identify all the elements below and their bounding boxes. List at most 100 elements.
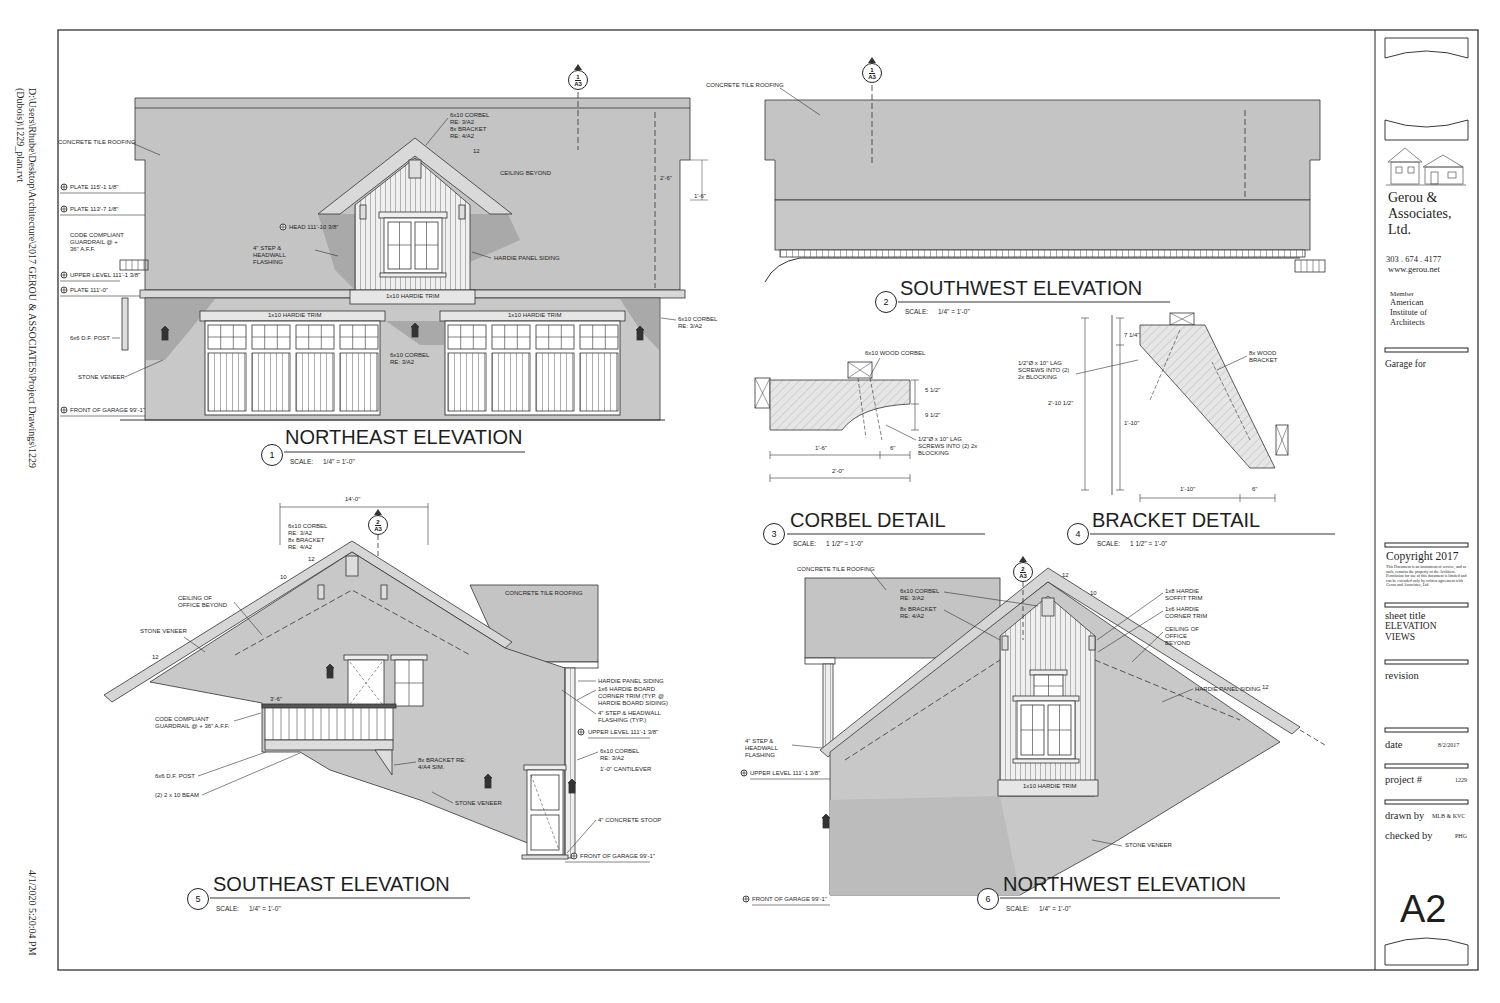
scale-note: SCALE: [216,905,239,912]
title-block-text: drawn by [1385,810,1424,822]
callout-note: HARDIE PANEL SIDING [598,678,664,685]
dimension: 5 1/2" [925,387,940,394]
title-block-text: This Document is an instrument of servic… [1386,565,1472,588]
callout-note: 1/2"Ø x 10" LAG SCREWS INTO (2) 2x BLOCK… [1018,360,1074,381]
title-block-text: American Institute of Architects [1390,298,1452,327]
scale-note: 1/4" = 1'-0" [1039,905,1071,912]
title-block-text: www.gerou.net [1388,265,1440,275]
callout-note: HARDIE PANEL SIDING [494,255,560,262]
callout-note: CONCRETE TILE ROOFING [58,139,136,146]
title-block-text: Member [1390,290,1414,298]
dimension: 6" [890,445,895,452]
title-block-text: Gerou & Associates, Ltd. [1388,190,1470,238]
sheet-reference: A3 [867,74,877,80]
dimension: 2'-6" [660,175,672,182]
callout-note: 4" STEP & HEADWALL FLASHING (TYP.) [598,710,670,724]
callout-note: 6x6 D.F. POST [155,773,195,780]
callout-note: CODE COMPLIANT GUARDRAIL @ + 36" A.F.F. [70,232,126,253]
view-number-circle: 2 [875,291,897,313]
corbel-detail [755,358,985,534]
scale-note: SCALE: [1006,905,1029,912]
view-title: NORTHWEST ELEVATION [1003,873,1246,896]
firm-logo [1386,148,1466,185]
plot-stamp: 4/1/2020 5:20:04 PM [27,870,39,956]
sheet-number: A2 [1400,888,1446,932]
sheet-reference: A3 [373,526,383,532]
scale-note: 1/4" = 1'-0" [938,308,970,315]
section-marker: 2A3 [1013,562,1033,582]
level-label: PLATE 111'-0" [70,287,108,294]
dimension: 2'-10 1/2" [1048,400,1073,407]
dimension: 1'-10" [1124,420,1139,427]
callout-note: 1/2"Ø x 10" LAG SCREWS INTO (2) 2x BLOCK… [918,436,982,457]
title-block-text: 1229 [1455,777,1467,784]
section-marker: 1A3 [568,70,588,90]
title-block-text: 8/2/2017 [1438,742,1459,749]
callout-note: 8x BRACKET RE: 4/A4 SIM. [418,757,470,771]
callout-note: CEILING OF OFFICE BEYOND [178,595,233,609]
callout-note: CODE COMPLIANT GUARDRAIL @ + 36" A.F.F. [155,716,233,730]
plot-stamp: D:\Users\Rhube\Desktop\Architecture\2017… [15,88,38,558]
view-number: 3 [771,530,776,539]
section-number: 2 [375,519,380,526]
callout-note: 4" CONCRETE STOOP [598,817,661,824]
callout-note: 6x10 CORBEL RE: 3/A2 [600,748,644,762]
callout-note: 8x BRACKET RE: 4/A2 [450,126,490,140]
callout-note: 6x6 D.F. POST [70,335,110,342]
dimension: 12 [1262,684,1269,691]
dimension: 7 1/4" [1124,332,1139,339]
callout-note: (2) 2 x 10 BEAM [155,792,199,799]
view-number-circle: 3 [763,523,785,545]
view-number: 2 [883,298,888,307]
callout-note: 6x10 CORBEL RE: 3/A2 [678,316,722,330]
bracket-detail [1076,313,1335,534]
title-block-text: 303 . 674 . 4177 [1386,255,1441,265]
scale-note: 1/4" = 1'-0" [323,458,355,465]
view-number-circle: 4 [1067,523,1089,545]
title-block-text: revision [1385,670,1419,682]
view-number: 1 [269,451,274,460]
level-label: FRONT OF GARAGE 99'-1" [70,407,145,414]
callout-note: 6x10 WOOD CORBEL [865,350,925,357]
callout-note: 6x10 CORBEL RE: 3/A2 [900,588,944,602]
section-marker-flag [374,57,1027,562]
view-number-circle: 1 [261,444,283,466]
level-label: FRONT OF GARAGE 99'-1" [752,896,827,903]
scale-note: SCALE: [290,458,313,465]
callout-note: 8x BRACKET RE: 4/A2 [288,537,330,551]
callout-note: 1x6 HARDIE CORNER TRIM [1165,606,1211,620]
dimension: 3'-6" [270,696,282,703]
title-block-text: Garage for [1385,359,1426,370]
level-label: PLATE 113'-7 1/8" [70,206,118,213]
callout-note: CONCRETE TILE ROOFING [706,82,784,89]
view-number-circle: 5 [187,888,209,910]
view-number-circle: 6 [977,888,999,910]
title-block-text: MLB & KVC [1432,813,1465,820]
scale-note: SCALE: [793,540,816,547]
callout-note: STONE VENEER [78,374,125,381]
level-label: FRONT OF GARAGE 99'-1" [580,853,655,860]
scale-note: SCALE: [1097,540,1120,547]
callout-note: 1x10 HARDIE TRIM [386,293,440,300]
callout-note: 4" STEP & HEADWALL FLASHING [253,245,313,266]
callout-note: 1x10 HARDIE TRIM [1023,783,1077,790]
dimension: 12 [1062,572,1069,579]
view-title: NORTHEAST ELEVATION [285,426,522,449]
callout-note: 8x WOOD BRACKET [1249,350,1289,364]
dimension: 12 [308,556,315,563]
title-block-text: Copyright 2017 [1386,550,1459,563]
callout-note: 1x6 HARDIE BOARD CORNER TRIM (TYP. @ HAR… [598,686,670,707]
level-label: UPPER LEVEL 111'-1 3/8" [750,770,820,777]
dimension: 1'-6" [694,193,706,200]
scale-note: 1 1/2" = 1'-0" [1130,540,1167,547]
title-block-text: date [1385,739,1403,751]
view-title: SOUTHWEST ELEVATION [900,277,1142,300]
level-label: PLATE 115'-1 1/8" [70,184,118,191]
scale-note: 1 1/2" = 1'-0" [826,540,863,547]
callout-note: CONCRETE TILE ROOFING [797,566,875,573]
sheet-reference: A3 [1018,573,1028,579]
sheet-reference: A3 [573,81,583,87]
southwest-elevation [765,85,1325,302]
dimension: 9 1/2" [925,412,940,419]
level-label: UPPER LEVEL 111'-1 3/8" [588,729,658,736]
